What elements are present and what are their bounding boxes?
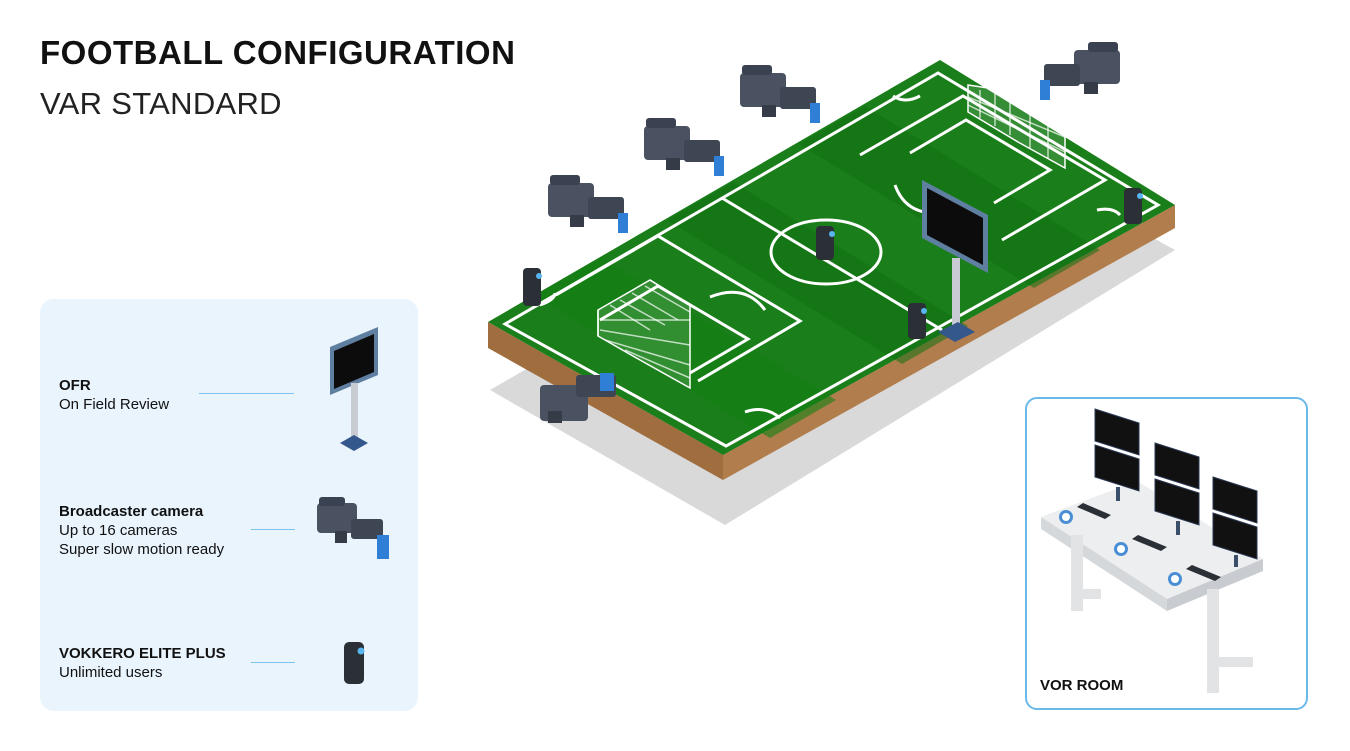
page-subtitle: VAR STANDARD [40, 86, 282, 121]
legend-item-ofr: OFR On Field Review [59, 376, 169, 414]
broadcast-camera-icon [644, 118, 724, 176]
vokkero-device-icon [523, 268, 542, 306]
legend-item-name: Broadcaster camera [59, 503, 204, 520]
broadcast-camera-icon [317, 497, 389, 559]
legend-item-description: Up to 16 cameras [59, 522, 178, 539]
vokkero-device-icon [816, 226, 835, 260]
pitch-soil-left [488, 322, 723, 480]
page-title: FOOTBALL CONFIGURATION [40, 34, 516, 71]
vor-room-panel: VOR ROOM [1025, 397, 1308, 710]
legend-panel: OFR On Field Review Broadcaster camera U… [40, 299, 418, 711]
legend-connector-line [251, 529, 295, 530]
goal-left [597, 279, 691, 390]
legend-item-vokkero: VOKKERO ELITE PLUS Unlimited users [59, 644, 226, 682]
vor-room-label: VOR ROOM [1040, 677, 1124, 694]
vokkero-device-icon [908, 303, 927, 339]
legend-item-description: Super slow motion ready [59, 541, 225, 558]
legend-item-description: Unlimited users [59, 664, 163, 681]
legend-item-name: OFR [59, 377, 91, 394]
broadcast-camera-icon [1040, 42, 1120, 100]
legend-item-name: VOKKERO ELITE PLUS [59, 645, 226, 662]
vokkero-device-icon [344, 642, 365, 684]
broadcast-camera-icon [540, 373, 616, 423]
ofr-monitor-icon [330, 327, 378, 451]
legend-connector-line [199, 393, 294, 394]
broadcast-camera-icon [740, 65, 820, 123]
ofr-monitor-icon [922, 180, 988, 342]
vokkero-device-icon [1124, 188, 1143, 224]
pitch-soil-right [723, 205, 1175, 480]
goal-right [967, 84, 1066, 170]
legend-connector-line [251, 662, 295, 663]
legend-item-description: On Field Review [59, 396, 170, 413]
broadcast-camera-icon [548, 175, 628, 233]
legend-item-broadcaster-camera: Broadcaster camera Up to 16 cameras Supe… [59, 502, 224, 559]
vor-room-illustration [1041, 408, 1263, 693]
